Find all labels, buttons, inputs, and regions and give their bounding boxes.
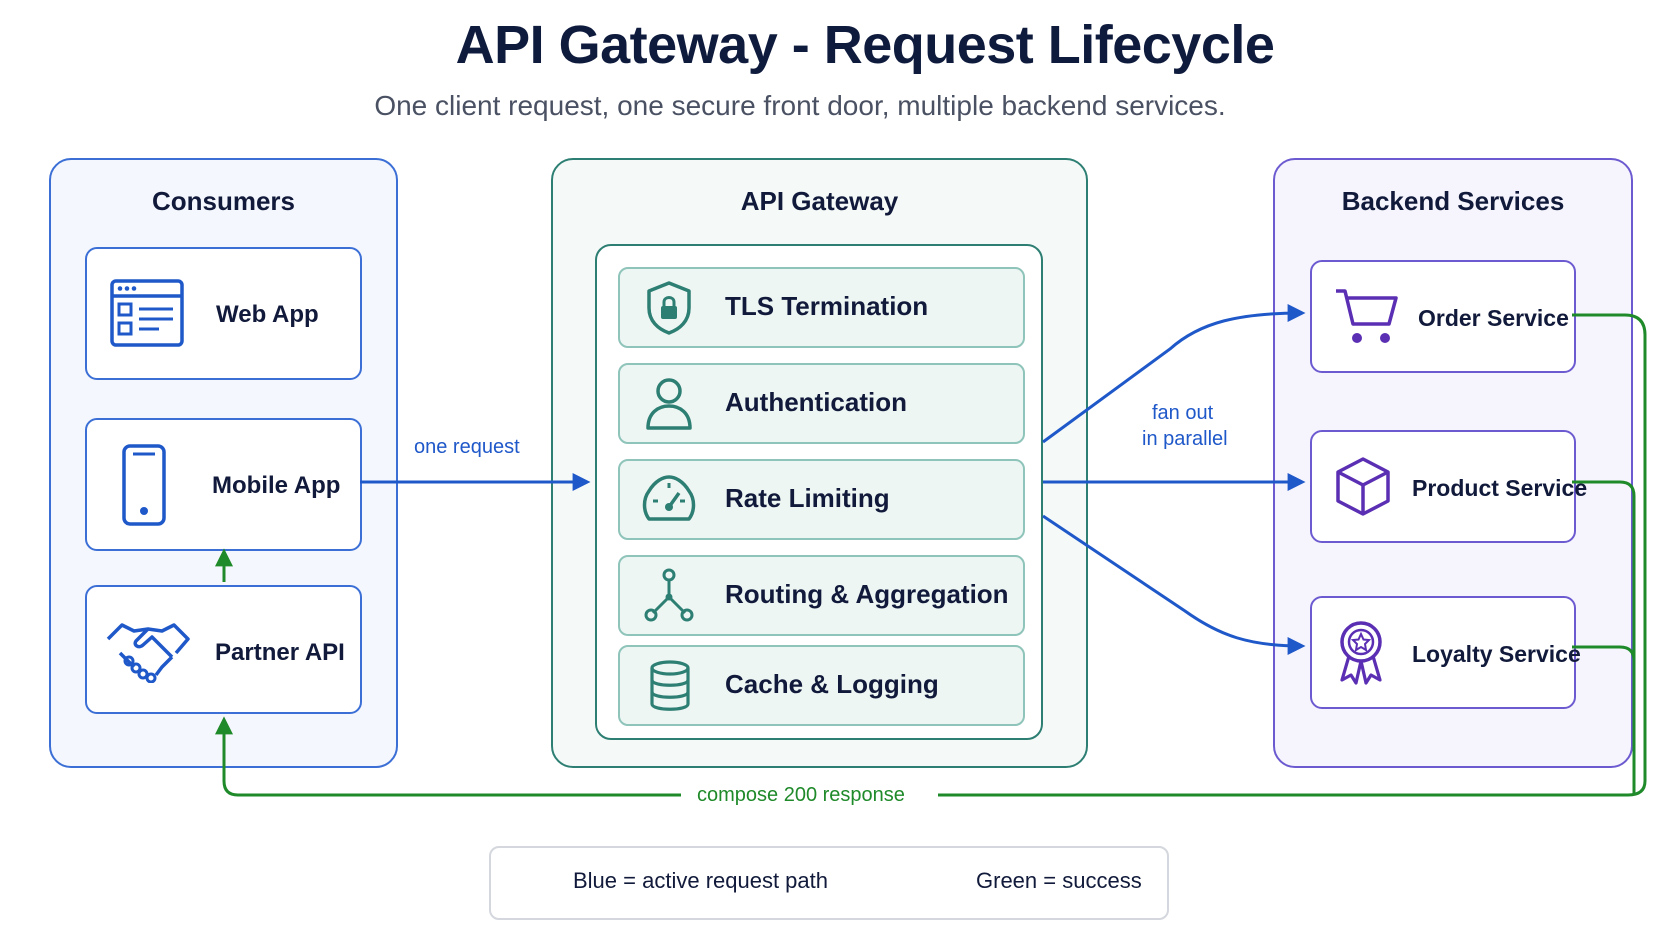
- fan-out-label-line1: fan out: [1152, 402, 1214, 424]
- handshake-icon: [106, 623, 190, 683]
- step-cache-logging-label: Cache & Logging: [725, 669, 939, 699]
- consumer-web-app[interactable]: Web App: [85, 247, 362, 380]
- database-icon: [650, 660, 690, 711]
- consumer-mobile-app-label: Mobile App: [212, 472, 341, 499]
- legend-blue-text: Blue = active request path: [573, 868, 828, 893]
- backend-title: Backend Services: [1341, 186, 1565, 216]
- step-cache-logging[interactable]: Cache & Logging: [618, 645, 1025, 726]
- cart-icon: [1336, 289, 1398, 343]
- cube-icon: [1336, 457, 1390, 516]
- step-routing-aggregation-label: Routing & Aggregation: [725, 579, 1009, 609]
- mobile-phone-icon: [122, 444, 166, 526]
- award-icon: [1340, 621, 1382, 685]
- consumer-partner-api[interactable]: Partner API: [85, 585, 362, 714]
- routing-icon: [644, 568, 694, 622]
- gateway-title: API Gateway: [740, 186, 899, 216]
- shield-lock-icon: [647, 281, 691, 335]
- legend: Blue = active request path Green = succe…: [489, 846, 1169, 920]
- step-authentication-label: Authentication: [725, 387, 907, 417]
- response-to-partner-arrow: [215, 716, 681, 797]
- service-product-label: Product Service: [1412, 475, 1588, 501]
- service-loyalty[interactable]: Loyalty Service: [1310, 596, 1581, 709]
- consumer-mobile-app[interactable]: Mobile App: [85, 418, 362, 551]
- fan-out-label-line2: in parallel: [1142, 428, 1228, 450]
- product-response-line: [1572, 480, 1636, 795]
- service-product[interactable]: Product Service: [1310, 430, 1587, 543]
- request-label: one request: [414, 436, 520, 458]
- service-order[interactable]: Order Service: [1310, 260, 1576, 373]
- step-authentication[interactable]: Authentication: [618, 363, 1025, 444]
- service-order-label: Order Service: [1418, 305, 1569, 331]
- gateway-pipeline: TLS Termination Authentication: [595, 244, 1043, 740]
- legend-green-text: Green = success: [976, 868, 1142, 893]
- consumers-panel: Consumers Web App Mobile App: [49, 158, 398, 768]
- gauge-icon: [642, 475, 696, 521]
- consumers-title: Consumers: [151, 186, 296, 216]
- step-rate-limiting[interactable]: Rate Limiting: [618, 459, 1025, 540]
- response-label: compose 200 response: [697, 784, 905, 806]
- step-routing-aggregation[interactable]: Routing & Aggregation: [618, 555, 1025, 636]
- fan-out-order-arrow: [1042, 304, 1306, 444]
- backend-panel: Backend Services Order Service Product S…: [1273, 158, 1633, 768]
- gateway-panel: API Gateway TLS Termination Authenticati…: [551, 158, 1088, 768]
- consumer-web-app-label: Web App: [216, 301, 319, 328]
- consumer-partner-api-label: Partner API: [215, 639, 345, 666]
- diagram-subtitle: One client request, one secure front doo…: [374, 90, 1226, 121]
- fan-out-loyalty-arrow: [1042, 514, 1306, 655]
- step-tls-termination-label: TLS Termination: [725, 291, 929, 321]
- web-app-icon: [110, 279, 184, 347]
- diagram-title: API Gateway - Request Lifecycle: [455, 15, 1275, 75]
- step-rate-limiting-label: Rate Limiting: [725, 483, 890, 513]
- order-response-line: [938, 313, 1647, 797]
- loyalty-response-line: [1572, 645, 1636, 795]
- step-tls-termination[interactable]: TLS Termination: [618, 267, 1025, 348]
- service-loyalty-label: Loyalty Service: [1412, 641, 1581, 667]
- user-icon: [646, 378, 692, 430]
